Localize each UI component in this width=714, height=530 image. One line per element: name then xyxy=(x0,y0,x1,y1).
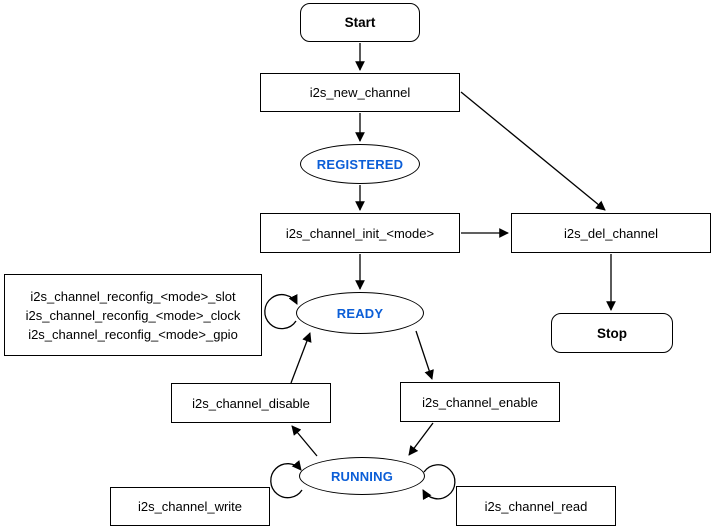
edge-ready-to-enable xyxy=(415,330,434,380)
node-stop-label: Stop xyxy=(597,325,627,341)
node-i2s-channel-enable-label: i2s_channel_enable xyxy=(422,394,538,410)
edge-ready-reconfig-self-loop xyxy=(264,293,298,330)
node-start-label: Start xyxy=(344,15,376,30)
node-i2s-new-channel-label: i2s_new_channel xyxy=(309,85,411,100)
edge-enable-to-running xyxy=(408,422,434,456)
state-registered: REGISTERED xyxy=(300,144,420,184)
state-registered-label: REGISTERED xyxy=(316,156,404,172)
edge-running-to-disable xyxy=(291,425,318,457)
state-running-label: RUNNING xyxy=(330,468,394,484)
node-i2s-channel-write: i2s_channel_write xyxy=(110,487,270,526)
node-i2s-channel-read-label: i2s_channel_read xyxy=(484,498,588,514)
node-i2s-channel-read: i2s_channel_read xyxy=(456,486,616,526)
node-start: Start xyxy=(300,3,420,42)
node-i2s-channel-reconfig: i2s_channel_reconfig_<mode>_slot i2s_cha… xyxy=(4,274,262,356)
node-i2s-channel-init: i2s_channel_init_<mode> xyxy=(260,213,460,253)
state-ready-label: READY xyxy=(336,305,384,321)
node-i2s-channel-write-label: i2s_channel_write xyxy=(137,499,243,514)
node-i2s-del-channel: i2s_del_channel xyxy=(511,213,711,253)
node-i2s-del-channel-label: i2s_del_channel xyxy=(564,225,658,241)
state-ready: READY xyxy=(296,292,424,334)
edge-running-read-self-loop xyxy=(422,464,456,501)
reconfig-line-clock: i2s_channel_reconfig_<mode>_clock xyxy=(25,307,241,323)
node-i2s-new-channel: i2s_new_channel xyxy=(260,73,460,112)
node-i2s-channel-enable: i2s_channel_enable xyxy=(400,382,560,422)
node-i2s-channel-disable-label: i2s_channel_disable xyxy=(192,395,310,411)
edge-disable-to-ready xyxy=(290,332,312,384)
edge-running-write-self-loop xyxy=(270,460,303,499)
node-stop: Stop xyxy=(551,313,673,353)
edge-new-channel-to-del-channel xyxy=(460,91,606,211)
node-i2s-channel-disable: i2s_channel_disable xyxy=(171,383,331,423)
state-running: RUNNING xyxy=(299,457,425,495)
reconfig-line-slot: i2s_channel_reconfig_<mode>_slot xyxy=(30,288,236,304)
node-i2s-channel-init-label: i2s_channel_init_<mode> xyxy=(285,225,435,241)
reconfig-line-gpio: i2s_channel_reconfig_<mode>_gpio xyxy=(28,326,238,342)
